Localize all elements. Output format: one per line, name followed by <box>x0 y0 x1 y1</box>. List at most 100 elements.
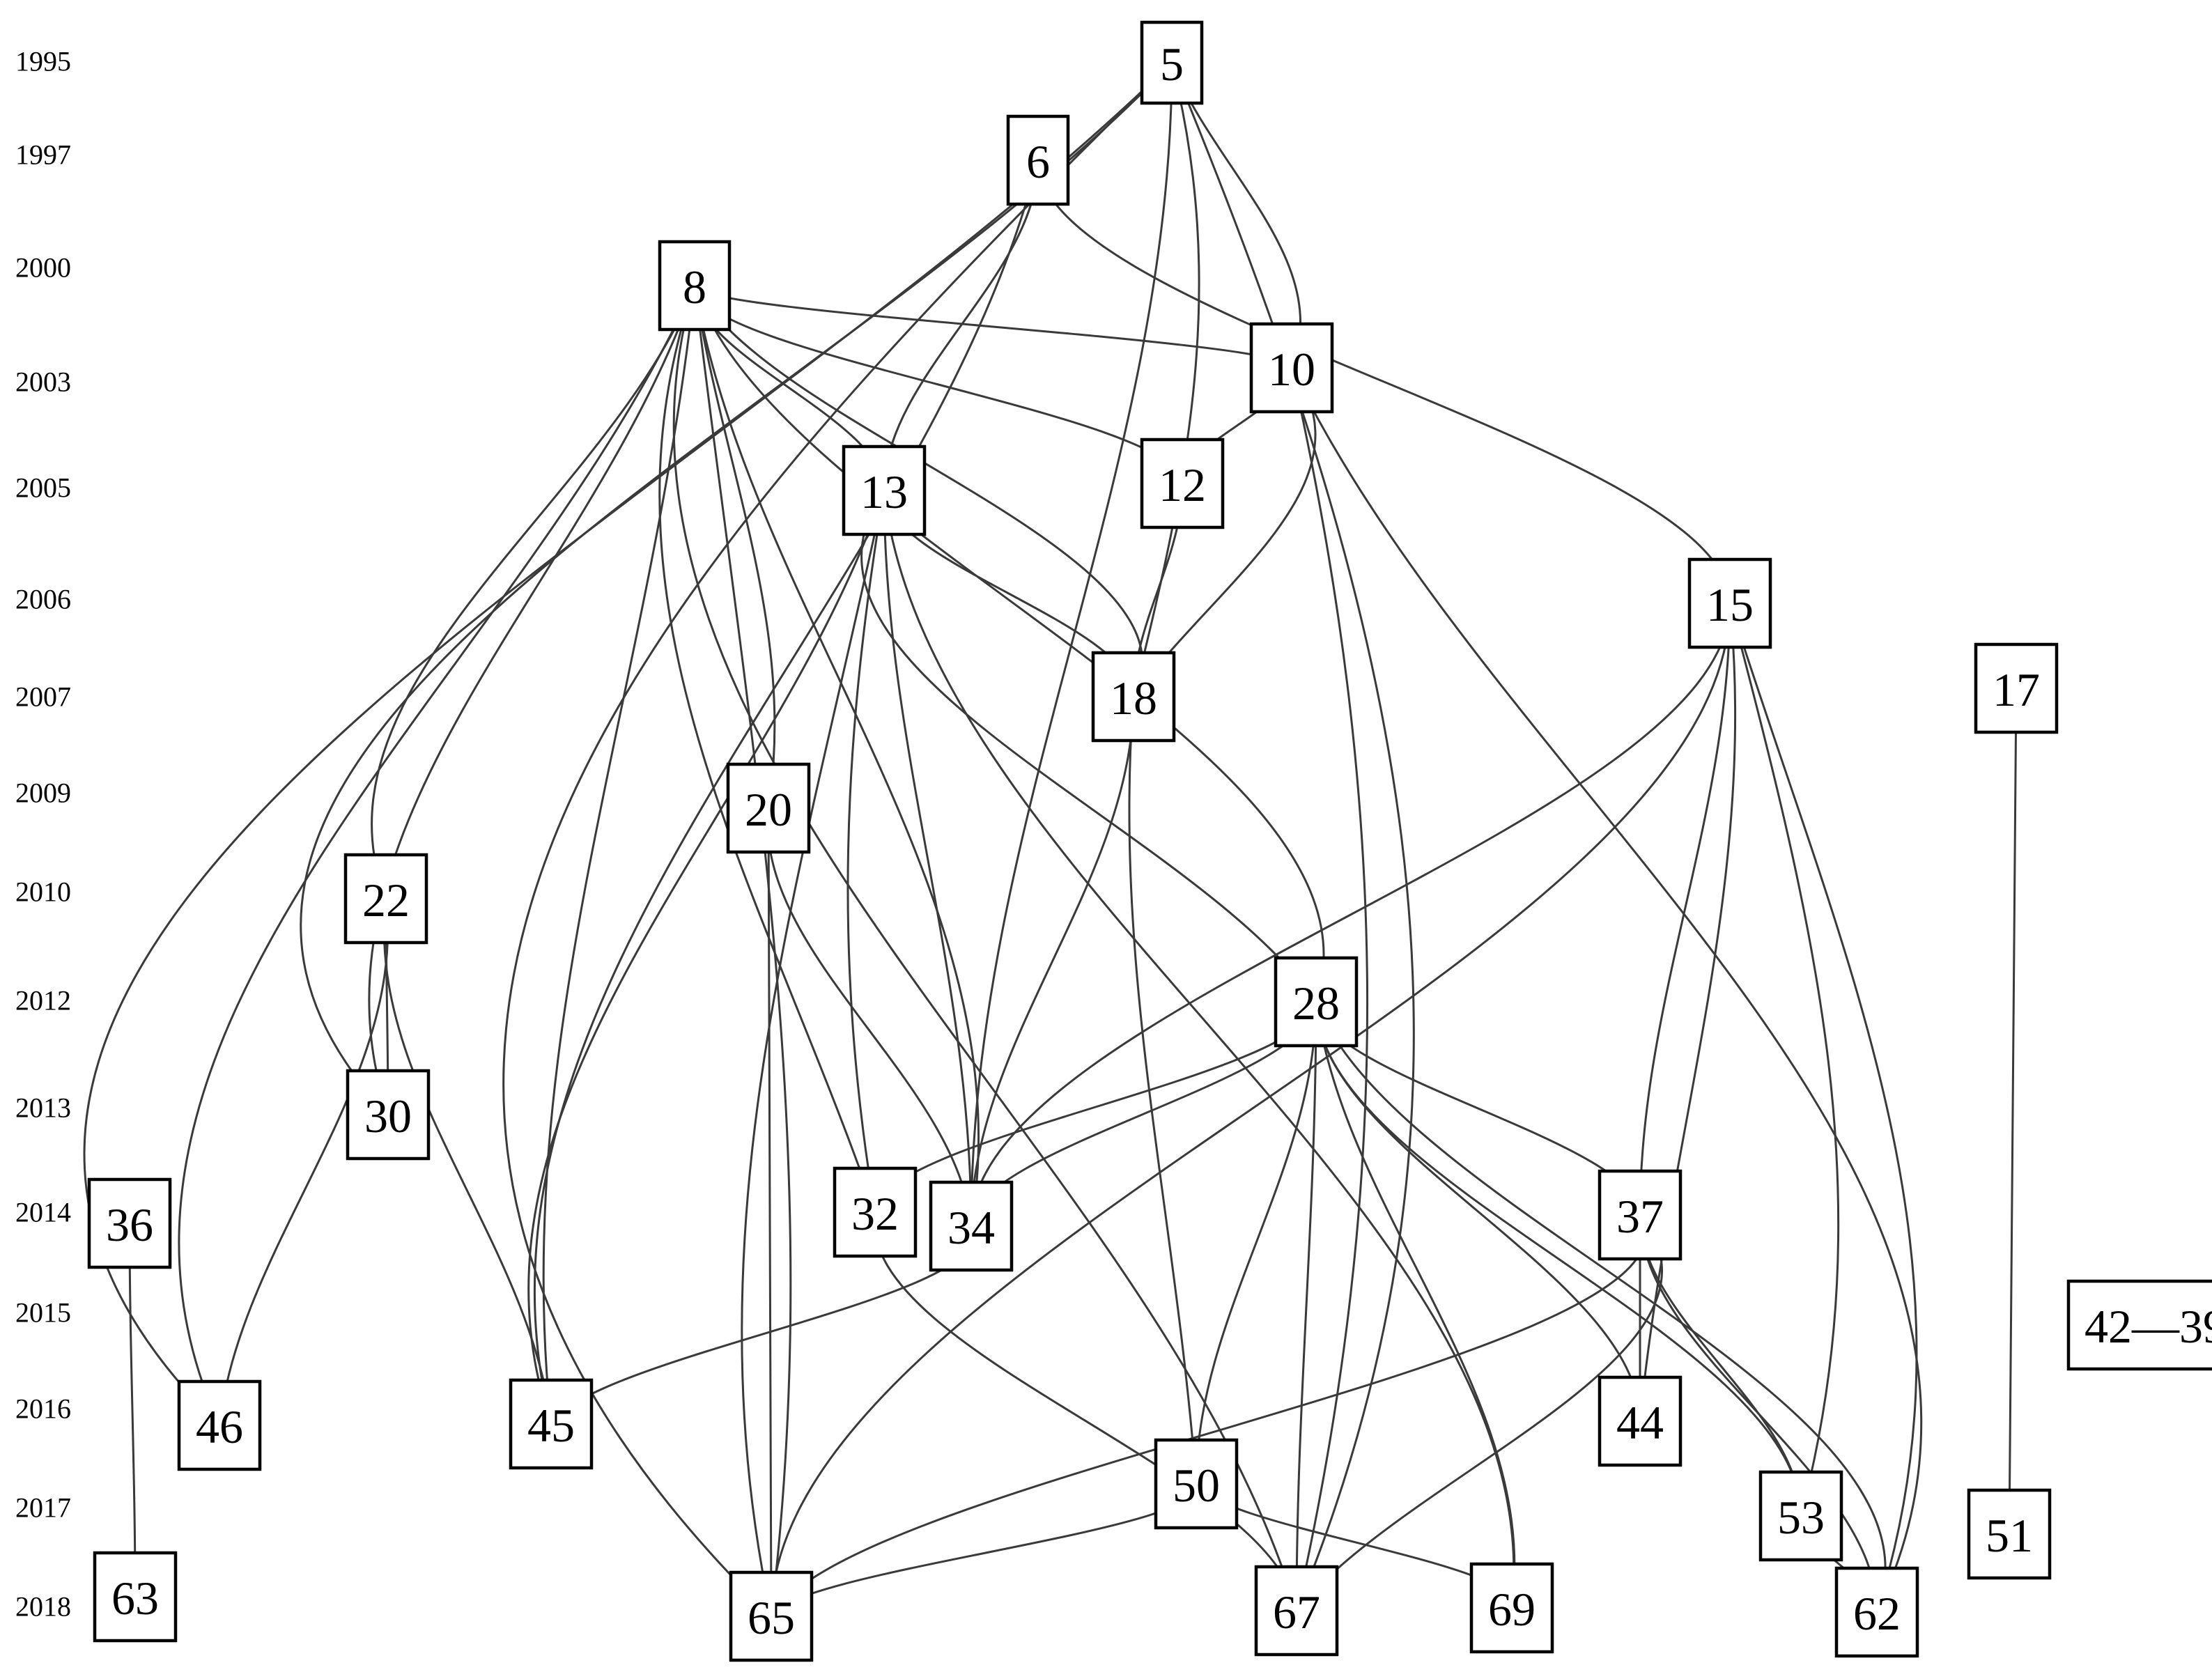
year-label-2007: 2007 <box>15 681 71 713</box>
node-box-13 <box>842 444 927 536</box>
node-20: 20 <box>726 762 811 854</box>
edge-10-62 <box>1290 367 1923 1613</box>
edge-8-45 <box>542 285 696 1425</box>
edge-15-44 <box>1639 603 1737 1422</box>
node-44: 44 <box>1598 1375 1683 1467</box>
node-label-28: 28 <box>1292 977 1340 1030</box>
node-box-15 <box>1687 557 1772 649</box>
node-box-10 <box>1249 322 1334 414</box>
edge-20-65 <box>767 807 773 1617</box>
edge-50-69 <box>1195 1483 1514 1609</box>
node-5: 5 <box>1140 20 1204 105</box>
node-label-65: 65 <box>748 1591 795 1644</box>
node-label-15: 15 <box>1706 578 1754 631</box>
node-34: 34 <box>929 1180 1014 1272</box>
node-box-50 <box>1154 1438 1239 1530</box>
edge-10-67 <box>1290 367 1369 1611</box>
edge-8-30 <box>368 285 696 1115</box>
edge-22-45 <box>382 898 552 1425</box>
node-50: 50 <box>1154 1438 1239 1530</box>
edge-37-65 <box>770 1214 1647 1617</box>
node-box-8 <box>658 240 732 332</box>
node-box-12 <box>1140 438 1225 529</box>
node-label-45: 45 <box>527 1399 575 1452</box>
node-label-30: 30 <box>364 1090 412 1143</box>
edge-13-34 <box>883 490 973 1227</box>
node-box-46 <box>177 1379 262 1471</box>
edge-13-32 <box>846 490 885 1213</box>
edge-28-69 <box>1315 1001 1516 1609</box>
edge-18-34 <box>970 696 1135 1227</box>
edge-5-30 <box>300 61 1173 1116</box>
node-label-37: 37 <box>1616 1190 1664 1243</box>
edge-22-46 <box>218 898 389 1426</box>
node-box-45 <box>509 1378 594 1470</box>
edge-18-50 <box>1128 696 1198 1485</box>
node-label-5: 5 <box>1160 38 1184 91</box>
node-box-69 <box>1469 1562 1554 1654</box>
node-box-37 <box>1598 1169 1683 1261</box>
node-8: 8 <box>658 240 732 332</box>
edge-8-10 <box>693 285 1293 369</box>
node-label-44: 44 <box>1616 1396 1664 1449</box>
node-32: 32 <box>833 1166 918 1258</box>
edge-8-18 <box>693 285 1144 697</box>
node-label-4239: 42—39 <box>2085 1300 2212 1353</box>
node-box-63 <box>93 1551 178 1643</box>
year-label-1995: 1995 <box>15 46 71 77</box>
year-label-2010: 2010 <box>15 876 71 908</box>
node-box-18 <box>1091 651 1176 743</box>
node-label-36: 36 <box>106 1198 153 1251</box>
edge-28-53 <box>1315 1001 1802 1517</box>
year-label-2012: 2012 <box>15 985 71 1016</box>
year-label-2005: 2005 <box>15 472 71 504</box>
edge-15-34 <box>970 603 1731 1227</box>
edge-37-67 <box>1295 1214 1663 1611</box>
edge-10-18 <box>1132 367 1317 697</box>
edge-28-32 <box>874 1001 1317 1213</box>
node-label-22: 22 <box>362 874 410 927</box>
node-box-34 <box>929 1180 1014 1272</box>
node-box-22 <box>343 853 428 945</box>
edges <box>83 61 2018 1618</box>
node-box-67 <box>1254 1565 1339 1657</box>
edge-6-15 <box>1037 160 1731 604</box>
year-label-1997: 1997 <box>15 139 71 171</box>
edge-36-63 <box>128 1223 137 1597</box>
node-label-50: 50 <box>1173 1459 1220 1512</box>
edge-8-32 <box>658 285 876 1213</box>
edge-8-22 <box>371 285 696 899</box>
node-62: 62 <box>1834 1566 1919 1658</box>
edge-13-28 <box>860 490 1317 1003</box>
edge-8-46 <box>178 285 696 1426</box>
node-63: 63 <box>93 1551 178 1643</box>
node-box-44 <box>1598 1375 1683 1467</box>
edge-28-44 <box>1315 1001 1641 1422</box>
node-label-6: 6 <box>1026 135 1050 188</box>
edge-28-67 <box>1295 1001 1317 1611</box>
edge-28-62 <box>1315 1001 1887 1613</box>
edge-13-69 <box>883 490 1515 1609</box>
node-label-34: 34 <box>948 1201 995 1254</box>
edge-13-65 <box>741 490 885 1617</box>
edge-8-34 <box>693 285 980 1227</box>
node-10: 10 <box>1249 322 1334 414</box>
edge-8-12 <box>693 285 1184 484</box>
node-4239: 42—39 <box>2066 1279 2212 1371</box>
node-36: 36 <box>87 1177 172 1269</box>
node-label-18: 18 <box>1110 672 1157 725</box>
node-label-13: 13 <box>860 465 908 518</box>
node-label-51: 51 <box>1986 1509 2033 1562</box>
edge-15-37 <box>1639 603 1731 1216</box>
year-axis: 1995199720002003200520062007200920102012… <box>15 46 71 1623</box>
node-53: 53 <box>1758 1470 1843 1562</box>
node-28: 28 <box>1274 956 1359 1048</box>
year-label-2000: 2000 <box>15 252 71 284</box>
node-label-8: 8 <box>683 261 706 314</box>
edge-5-18 <box>1132 62 1200 697</box>
year-label-2006: 2006 <box>15 584 71 615</box>
node-box-32 <box>833 1166 918 1258</box>
node-label-12: 12 <box>1159 458 1206 511</box>
node-45: 45 <box>509 1378 594 1470</box>
